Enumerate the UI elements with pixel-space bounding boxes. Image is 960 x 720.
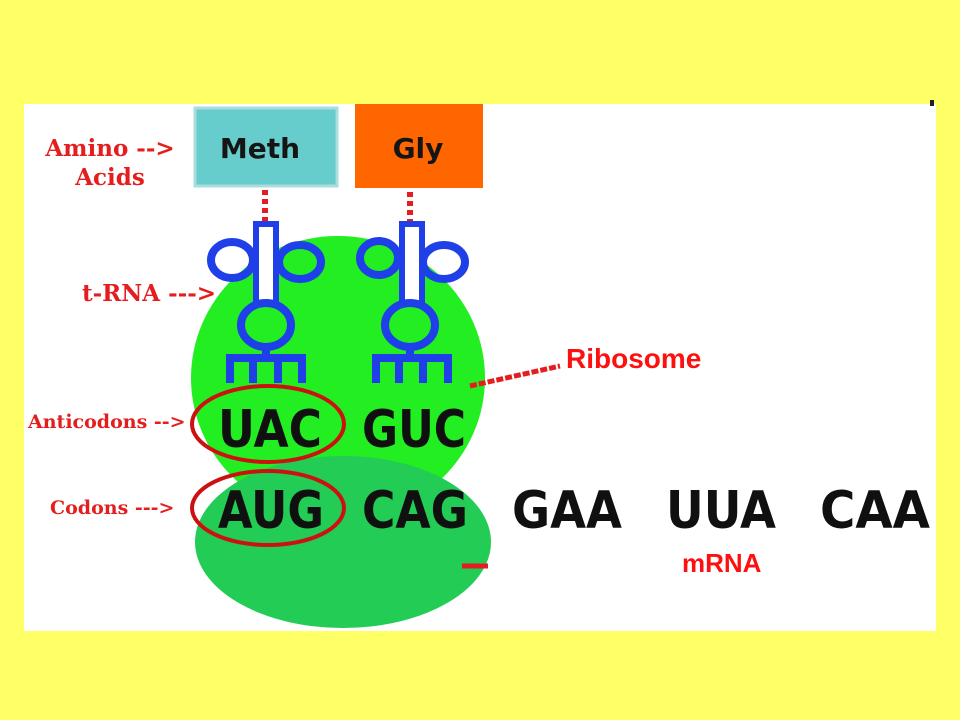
label-trna: t-RNA ---> xyxy=(82,280,216,307)
codon-highlight-circle xyxy=(190,469,346,547)
codon-3: GAA xyxy=(512,481,622,541)
amino-acid-gly-label: Gly xyxy=(393,132,444,165)
codon-2: CAG xyxy=(362,481,468,541)
label-amino: Amino --> xyxy=(44,135,174,162)
ribosome-pointer-line xyxy=(469,363,561,389)
ribosome-small-subunit xyxy=(195,456,491,628)
codon-4: UUA xyxy=(666,481,776,541)
anticodon-2: GUC xyxy=(362,400,466,460)
amino-acid-box-gly xyxy=(355,104,483,188)
amino-acid-meth-label: Meth xyxy=(220,132,300,165)
anticodon-highlight-circle xyxy=(190,384,346,464)
amino-acid-box-meth xyxy=(193,106,339,188)
trna-meth xyxy=(207,221,325,383)
anticodon-1: UAC xyxy=(218,400,322,460)
label-codons: Codons ---> xyxy=(50,497,174,519)
codon-5: CAA xyxy=(820,481,930,541)
label-ribosome: Ribosome xyxy=(566,343,701,374)
label-mrna: mRNA xyxy=(682,548,762,578)
trna-gly xyxy=(356,221,469,383)
panel-corner-mark xyxy=(930,100,934,106)
label-acids: Acids xyxy=(74,164,145,191)
label-anticodons: Anticodons --> xyxy=(27,411,186,433)
codon-1: AUG xyxy=(218,481,324,541)
